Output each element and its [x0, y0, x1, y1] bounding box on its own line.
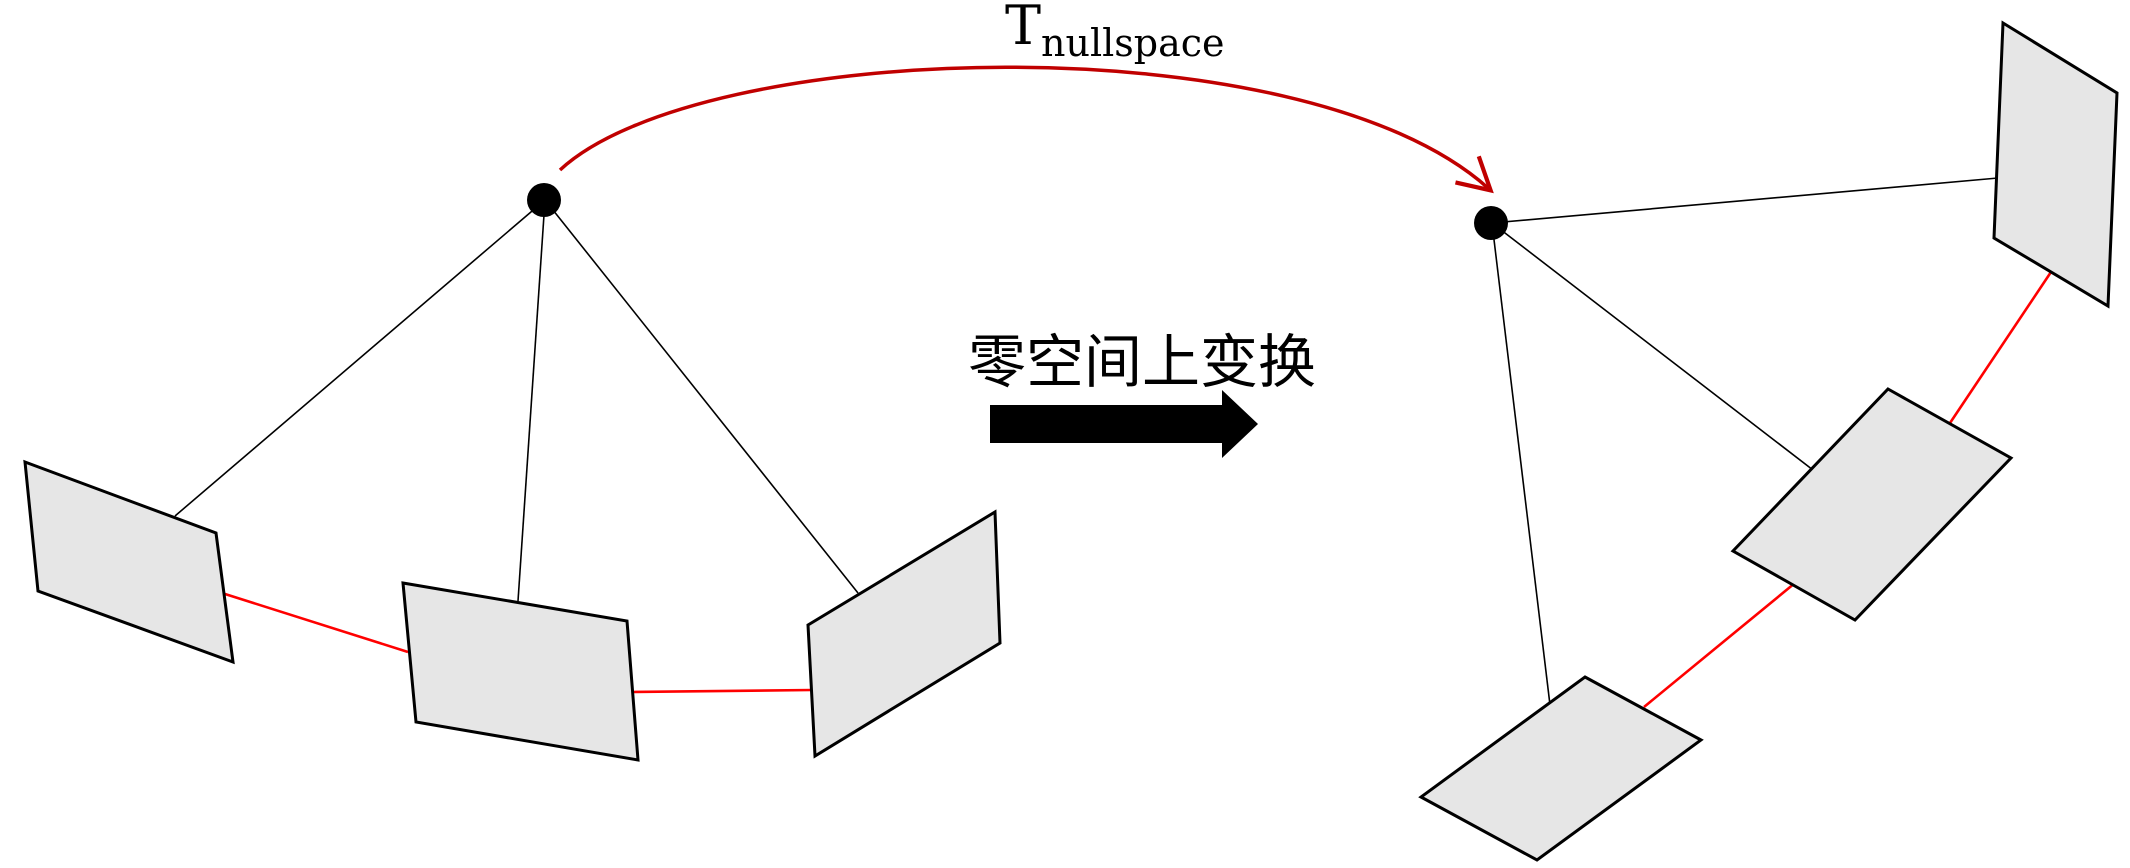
right-link-2 [1491, 222, 1814, 471]
right-link-3 [1491, 222, 1551, 706]
right-link-1 [1491, 177, 1999, 224]
left-link-1 [174, 199, 546, 517]
left-configuration [23, 183, 1002, 762]
right-panel-2 [1730, 387, 2014, 622]
left-red-link-1 [224, 592, 409, 654]
transform-arrow [990, 390, 1258, 458]
right-panel-1 [1992, 20, 2119, 309]
left-pivot [527, 183, 561, 217]
left-red-link-2 [632, 688, 813, 694]
left-link-2 [517, 199, 546, 602]
left-panel-2 [401, 581, 640, 762]
transform-label-base: T [1005, 0, 1041, 57]
right-configuration [1418, 20, 2119, 862]
transform-caption: 零空间上变换 [968, 328, 1316, 396]
transform-label: Tnullspace [1005, 0, 1225, 65]
left-link-3 [544, 199, 859, 594]
right-pivot [1474, 206, 1508, 240]
right-red-link-2 [1643, 581, 1796, 709]
left-panel-1 [23, 459, 235, 665]
transform-arc [558, 65, 1494, 194]
right-panel-3 [1418, 675, 1704, 862]
transform-label-subscript: nullspace [1041, 21, 1225, 65]
left-panel-3 [806, 509, 1002, 759]
right-red-link-1 [1948, 271, 2053, 424]
